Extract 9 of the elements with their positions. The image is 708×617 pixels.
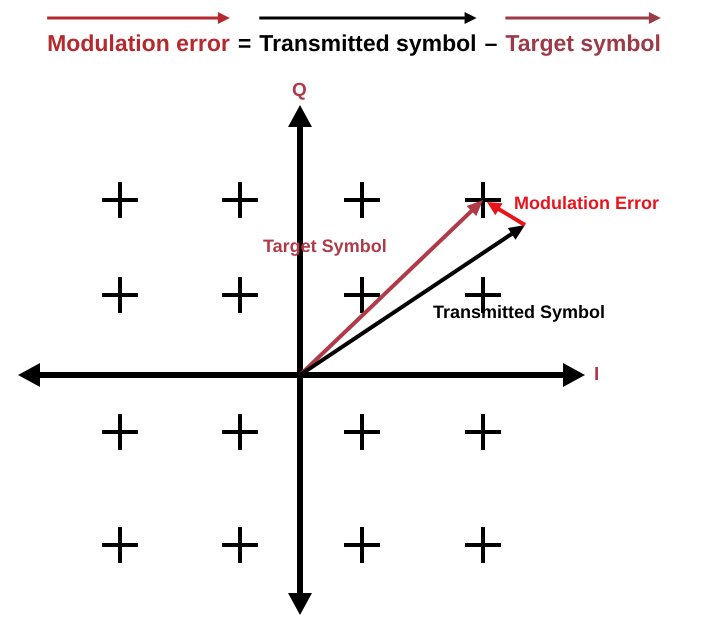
vector-label: Transmitted Symbol [433, 302, 606, 323]
axis-label: Q [292, 80, 307, 102]
equation-term: Modulation error [47, 30, 230, 57]
axis-label: I [594, 364, 600, 386]
equation-term: Transmitted symbol [259, 30, 477, 57]
operator-sign: – [484, 30, 498, 57]
operator-sign: = [238, 30, 252, 57]
vector-label: Modulation Error [514, 193, 659, 214]
equation-term: Target symbol [505, 30, 661, 57]
